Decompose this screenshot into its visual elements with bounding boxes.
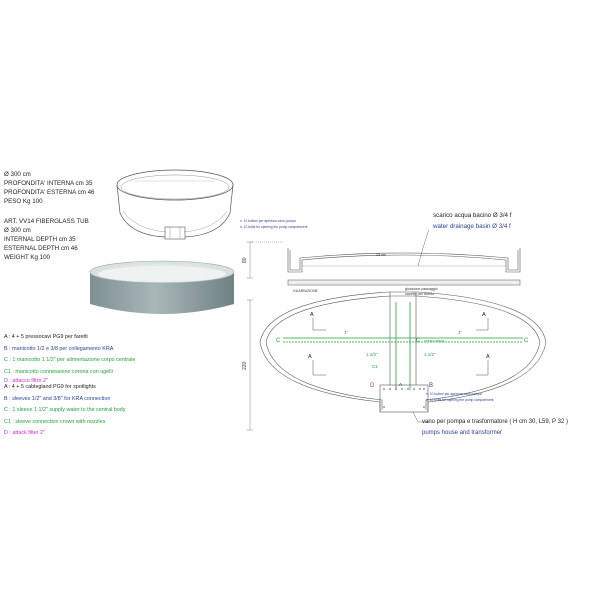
- tub-3d-render: [89, 260, 235, 314]
- legend-english: A : 4 + 5 cablegland PG9 for spotlights …: [4, 384, 125, 437]
- label-d: D: [370, 383, 375, 389]
- label-a-right: A: [482, 312, 486, 318]
- label-c-left: C: [276, 338, 281, 344]
- supply-pipes: [283, 302, 523, 390]
- label-c-right: C: [524, 338, 529, 344]
- label-c-center: C: [416, 338, 421, 344]
- legend-b-en: B : sleeves 1/2" and 3/8" for KRA connec…: [4, 395, 111, 402]
- tub-plan: [259, 291, 547, 413]
- label-inch-left: 1": [344, 330, 349, 335]
- label-central: centro vasca: [424, 339, 444, 343]
- tub-section: [287, 248, 521, 273]
- legend-c: C : 1 manicotto 1 1/2" per alimentazione…: [4, 357, 136, 363]
- note-bolts-top-en: n. 10 bolts for opening the pump compart…: [240, 225, 308, 229]
- label-a-bottom-right: A: [486, 354, 490, 360]
- callout-drain-en: water drainage basin Ø 3/4 f: [433, 223, 511, 230]
- spec-weight-en: WEIGHT Kg 100: [4, 254, 50, 261]
- spec-art: ART. VV14 FIBERGLASS TUB: [4, 218, 89, 225]
- legend-b: B : manicotto 1/2 e 3/8 per collegamento…: [4, 345, 114, 352]
- label-inch-half-left: 1 1/2": [366, 352, 378, 357]
- spec-italian: Ø 300 cm PROFONDITA' INTERNA cm 35 PROFO…: [4, 170, 94, 206]
- note-bolts-mid-en: n. 10 bolts for opening the pump compart…: [426, 398, 494, 402]
- dimension-main: [247, 299, 253, 431]
- spec-inner-depth-en: INTERNAL DEPTH cm 35: [4, 236, 76, 243]
- legend-italian: A : 4 + 5 pressocavi PG9 per faretti B :…: [4, 334, 135, 385]
- label-inch-right: 1": [458, 330, 463, 335]
- legend-c1: C1 : manicotto connessione corona con ug…: [4, 368, 113, 375]
- dimension-top: [247, 241, 283, 279]
- legend-a-en: A : 4 + 5 cablegland PG9 for spotlights: [4, 384, 96, 390]
- spec-weight: PESO Kg 100: [4, 198, 43, 205]
- label-a-center: A: [399, 382, 402, 387]
- callout-pump-en: pumps house and transformer: [422, 430, 503, 436]
- label-a-left: A: [310, 312, 314, 318]
- tub-wireframe-drawing: [116, 169, 234, 240]
- technical-drawing: 80 220 13 cm GUARNIZIONE giunzione passa…: [242, 230, 547, 431]
- label-a-bottom-left: A: [308, 354, 312, 360]
- spec-inner-depth: PROFONDITA' INTERNA cm 35: [4, 180, 93, 187]
- spec-diameter-en: Ø 300 cm: [4, 227, 31, 234]
- gasket-label: GUARNIZIONE: [293, 289, 319, 293]
- callout-drain-it: scarico acqua bacino Ø 3/4 f: [433, 212, 512, 219]
- spot-arms: [312, 318, 489, 376]
- note-bolts-top-it: n. 10 bulloni per apertura vano pompa: [240, 219, 296, 223]
- legend-d: D : attacco filtro 2": [4, 378, 48, 384]
- label-inch-half-right: 1 1/2": [424, 352, 436, 357]
- spec-diameter: Ø 300 cm: [4, 171, 31, 178]
- note-bolts-mid-it: n. 10 bulloni per apertura vano pompa: [426, 392, 482, 396]
- dim-label-220: 220: [242, 361, 248, 370]
- dim-top-width: 13 cm: [376, 253, 386, 257]
- bolts: [383, 388, 425, 408]
- dim-label-80: 80: [242, 257, 248, 263]
- label-c1: C1: [372, 364, 378, 369]
- legend-c1-en: C1 : sleeve connection crown with nozzle…: [4, 418, 106, 425]
- spec-outer-depth: PROFONDITA' ESTERNA cm 46: [4, 189, 95, 196]
- legend-c-en: C : 1 sleeve 1 1/2" supply water to the …: [4, 407, 126, 413]
- spec-english: ART. VV14 FIBERGLASS TUB Ø 300 cm INTERN…: [4, 217, 89, 262]
- legend-d-en: D : attack filter 2": [4, 430, 45, 436]
- passage-label-1: giunzione passaggio: [405, 287, 438, 291]
- spec-outer-depth-en: ESTERNAL DEPTH cm 46: [4, 245, 78, 252]
- passage-label-2: cavetto per faretto: [405, 292, 434, 296]
- gasket-band: [287, 279, 521, 286]
- callout-pump-it: vano per pompa e trasformatore ( H cm 30…: [422, 419, 568, 425]
- label-b: B: [429, 383, 433, 389]
- legend-a: A : 4 + 5 pressocavi PG9 per faretti: [4, 334, 88, 340]
